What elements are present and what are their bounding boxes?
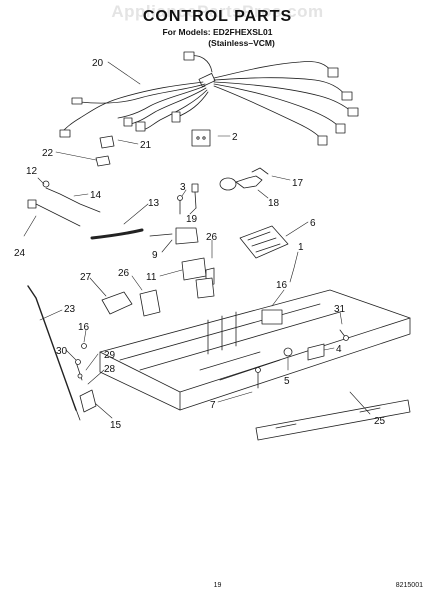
insulation-pad-part bbox=[139, 277, 215, 317]
callout-label: 18 bbox=[268, 198, 280, 209]
spring-part bbox=[75, 343, 87, 381]
callout-label: 7 bbox=[210, 400, 216, 411]
callout-label: 9 bbox=[152, 250, 158, 261]
callout-label: 5 bbox=[284, 376, 290, 387]
models-line: For Models: ED2FHEXSL01 bbox=[162, 27, 273, 37]
control-board-part bbox=[239, 225, 289, 259]
wire-harness-part bbox=[59, 51, 359, 146]
tube-part bbox=[90, 228, 144, 240]
callout-label: 16 bbox=[276, 280, 288, 291]
callout-label: 17 bbox=[292, 178, 304, 189]
callout-label: 11 bbox=[146, 272, 157, 283]
callout-label: 19 bbox=[186, 214, 198, 225]
callout-label: 28 bbox=[104, 364, 116, 375]
screw-part bbox=[255, 329, 349, 389]
callout-label: 25 bbox=[374, 416, 386, 427]
sensor-part bbox=[27, 180, 101, 227]
callout-label: 26 bbox=[206, 232, 218, 243]
callout-label: 20 bbox=[92, 58, 104, 69]
callout-label: 30 bbox=[56, 346, 68, 357]
callout-label: 26 bbox=[118, 268, 130, 279]
knob-part bbox=[283, 343, 325, 361]
connector-part bbox=[95, 155, 111, 167]
clip-part bbox=[99, 135, 115, 149]
control-housing-part bbox=[99, 289, 411, 411]
trim-strip-part bbox=[255, 399, 411, 441]
callout-label: 29 bbox=[104, 350, 116, 361]
callout-label: 22 bbox=[42, 148, 54, 159]
callout-label: 16 bbox=[78, 322, 90, 333]
bracket-left-part bbox=[101, 291, 133, 315]
bottom-bracket-part bbox=[79, 389, 97, 413]
callout-label: 2 bbox=[232, 132, 238, 143]
callout-label: 13 bbox=[148, 198, 160, 209]
callout-label: 15 bbox=[110, 420, 122, 431]
light-bulb-part bbox=[219, 167, 269, 191]
page-number: 19 bbox=[213, 582, 222, 589]
watermark: AppliancePartsPros.com bbox=[111, 2, 324, 21]
callout-label: 1 bbox=[298, 242, 304, 253]
callout-label: 31 bbox=[334, 304, 346, 315]
callout-label: 4 bbox=[336, 344, 342, 355]
control-plate-part bbox=[191, 129, 211, 147]
callout-label: 14 bbox=[90, 190, 102, 201]
callout-label: 3 bbox=[180, 182, 186, 193]
callout-label: 21 bbox=[140, 140, 152, 151]
variant-line: (Stainless–VCM) bbox=[208, 38, 275, 48]
callout-label: 23 bbox=[64, 304, 76, 315]
callout-label: 12 bbox=[26, 166, 38, 177]
callout-label: 24 bbox=[14, 248, 26, 259]
thermostat-part bbox=[149, 183, 199, 245]
page-title: CONTROL PARTS bbox=[142, 8, 293, 25]
callout-labels: 20 2 21 22 17 12 14 3 13 18 19 6 9 26 1 … bbox=[14, 58, 386, 431]
rod-part bbox=[27, 285, 81, 421]
callout-label: 6 bbox=[310, 218, 316, 229]
document-number: 8215001 bbox=[395, 582, 423, 589]
callout-label: 27 bbox=[80, 272, 92, 283]
